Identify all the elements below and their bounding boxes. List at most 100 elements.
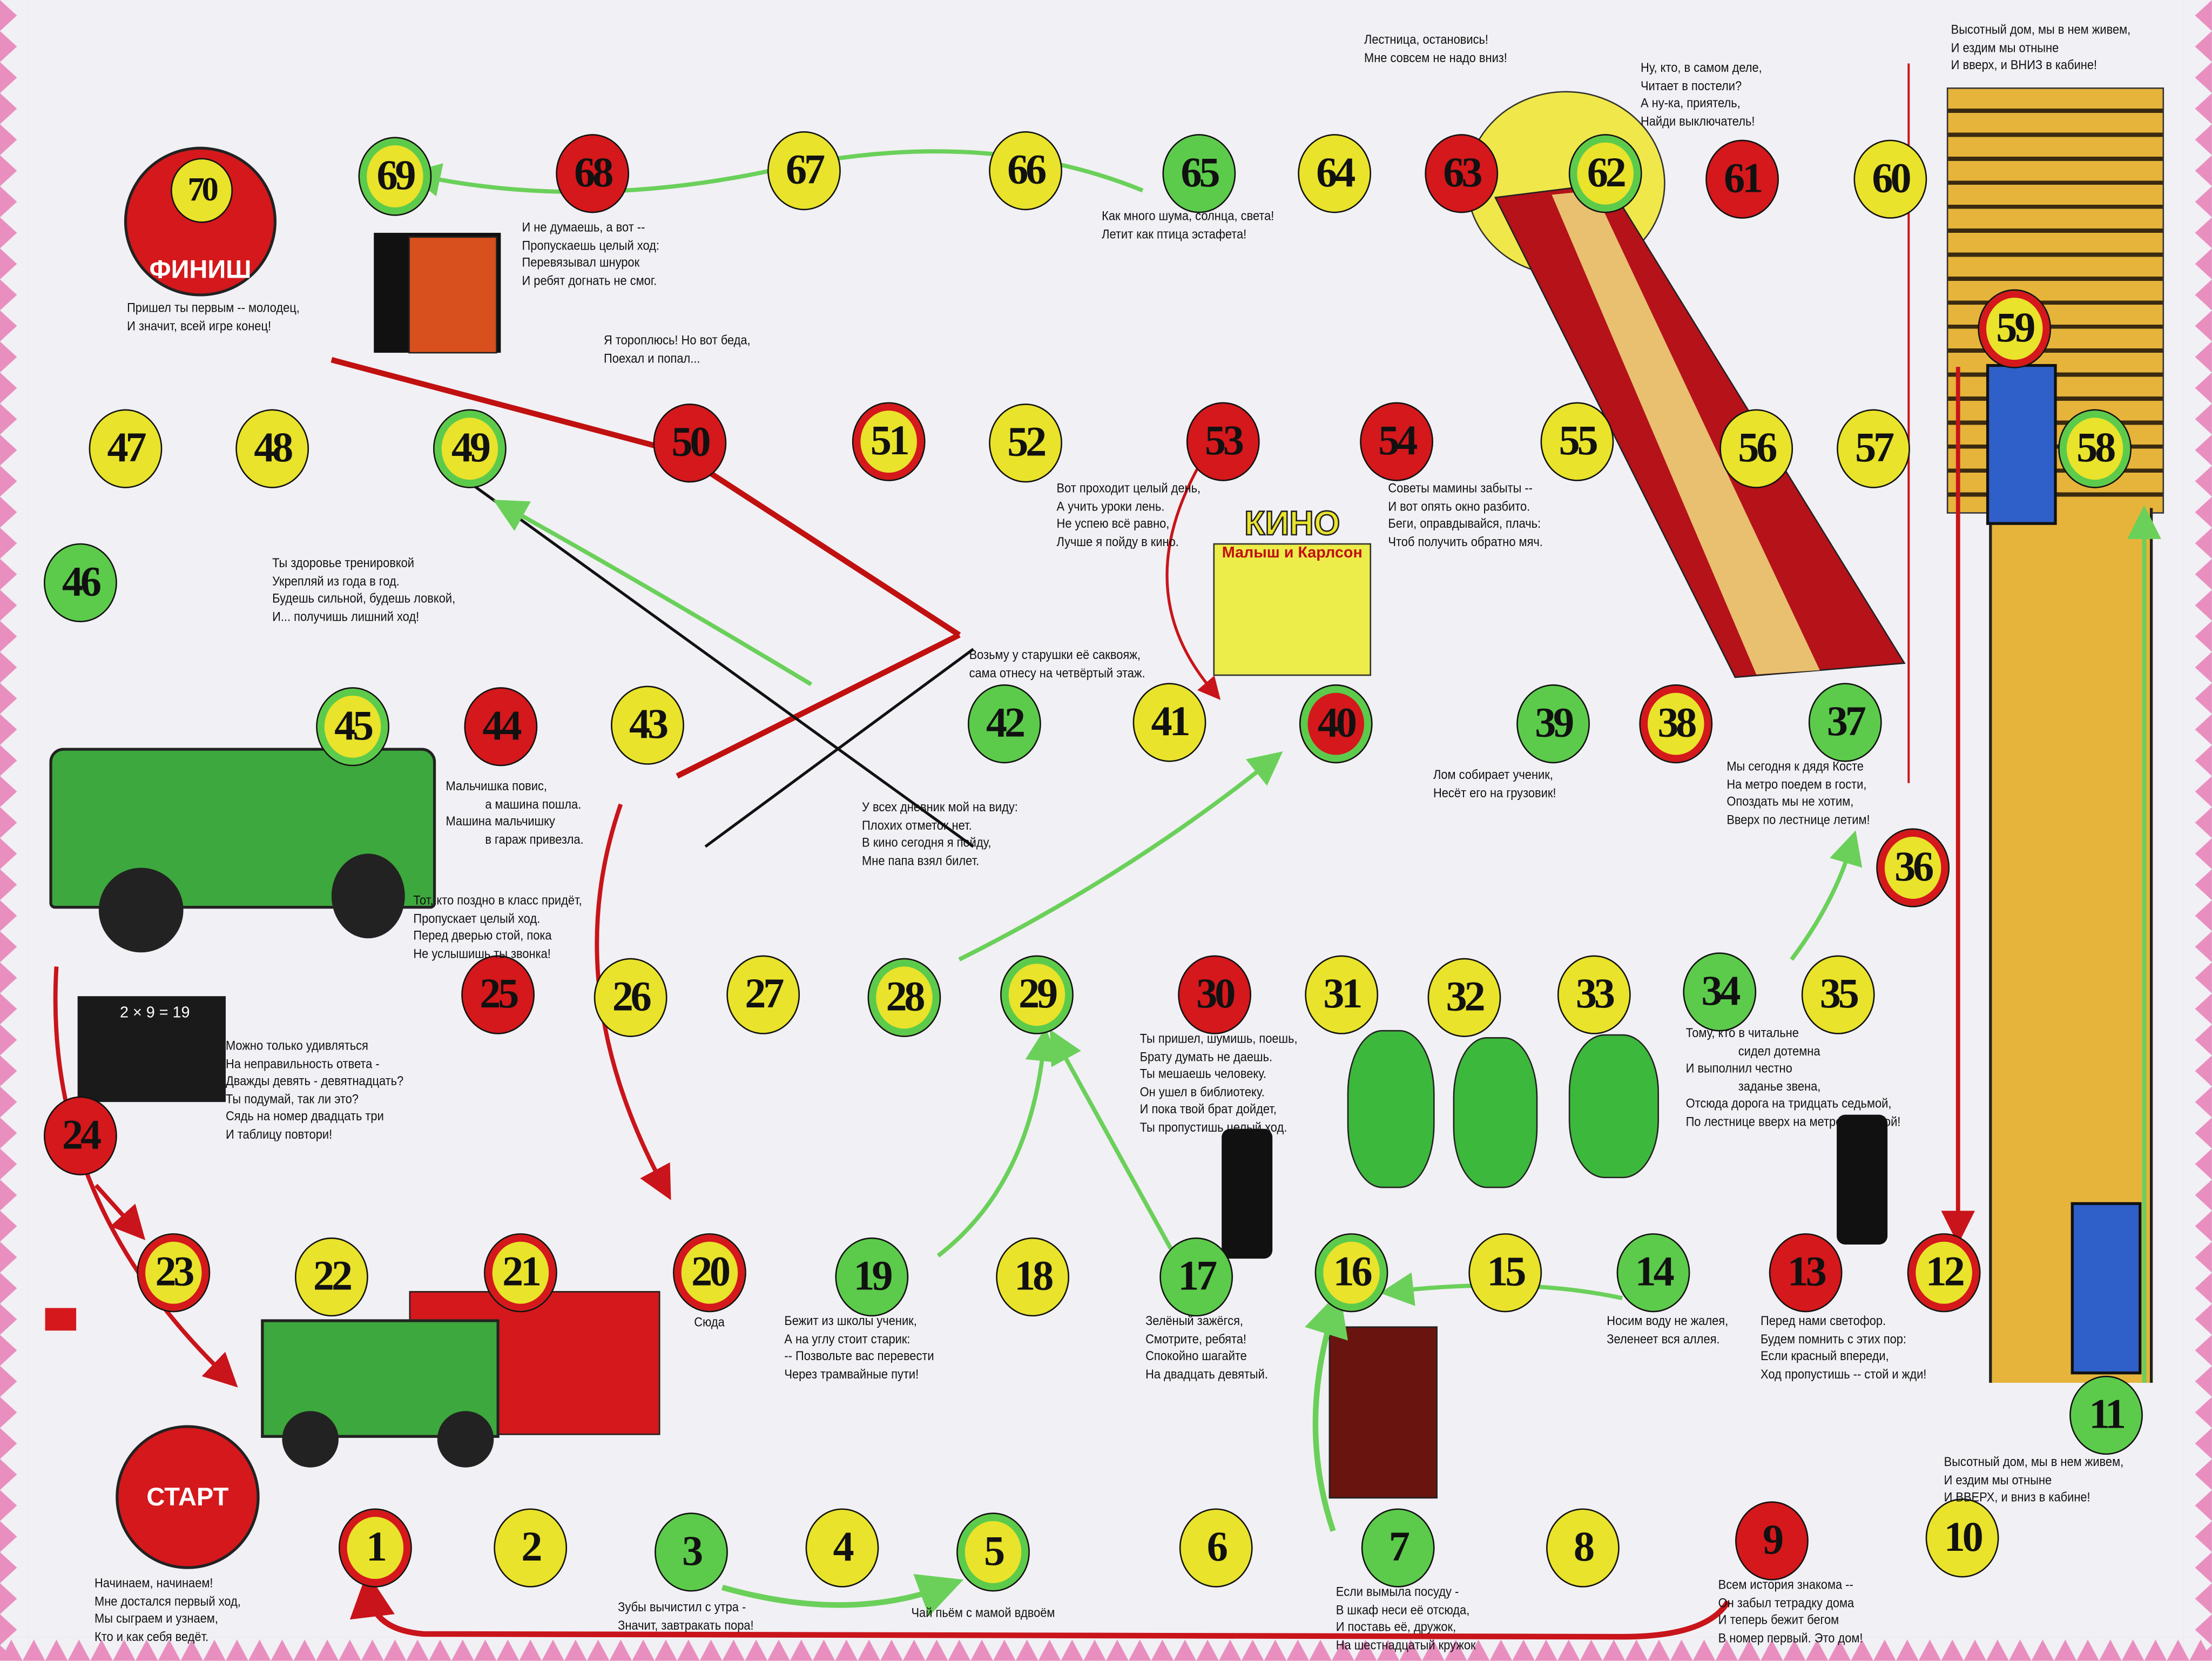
board-square-7: 7 bbox=[1361, 1508, 1435, 1588]
verse-line: И пока твой брат дойдет, bbox=[1139, 1102, 1277, 1117]
truck-wheel bbox=[331, 853, 405, 939]
verse-17: Зелёный зажёгся,Смотрите, ребята!Спокойн… bbox=[1145, 1312, 1268, 1383]
verse-28: У всех дневник мой на виду:Плохих отмето… bbox=[862, 799, 1018, 870]
board-square-39: 39 bbox=[1516, 684, 1590, 764]
board-square-63: 63 bbox=[1425, 134, 1499, 213]
verse-line: Мальчишка повис, bbox=[446, 778, 547, 793]
board-square-6: 6 bbox=[1179, 1508, 1253, 1588]
verse-3: Зубы вычистил с утра -Значит, завтракать… bbox=[618, 1599, 753, 1635]
board-square-10: 10 bbox=[1925, 1498, 1999, 1578]
board-square-8: 8 bbox=[1546, 1508, 1620, 1588]
board-square-20: 20 bbox=[673, 1233, 746, 1313]
verse-line: Через трамвайные пути! bbox=[784, 1367, 919, 1381]
verse-line: Беги, оправдывайся, плачь: bbox=[1388, 516, 1541, 531]
verse-61: Ну, кто, в самом деле,Читает в постели?А… bbox=[1641, 59, 1762, 131]
verse-line: И не думаешь, а вот -- bbox=[522, 220, 645, 234]
arrow-53-to-40 bbox=[1165, 465, 1221, 700]
board-square-53: 53 bbox=[1186, 402, 1260, 481]
verse-line: Высотный дом, мы в нем живем, bbox=[1944, 1455, 2124, 1469]
verse-line: Летит как птица эстафета! bbox=[1102, 226, 1247, 241]
verse-44: Мальчишка повис, а машина пошла.Машина м… bbox=[446, 777, 583, 849]
verse-line: Пропускаешь целый ход: bbox=[522, 238, 659, 252]
red-flag-icon bbox=[45, 1308, 77, 1331]
verse-line: Если вымыла посуду - bbox=[1336, 1584, 1459, 1599]
board-square-70: 70 bbox=[171, 158, 233, 223]
verse-line: Ход пропустишь -- стой и жди! bbox=[1761, 1367, 1927, 1381]
board-square-40: 40 bbox=[1299, 684, 1373, 764]
verse-line: Если красный впереди, bbox=[1761, 1349, 1889, 1363]
blackboard: 2 × 9 = 19 bbox=[77, 996, 226, 1102]
board-square-44: 44 bbox=[464, 687, 538, 766]
right-zigzag-border bbox=[2183, 0, 2212, 1661]
verse-line: Вот проходит целый день, bbox=[1056, 481, 1201, 495]
verse-14: Носим воду не жалея, Зеленеет вся аллея. bbox=[1607, 1312, 1728, 1348]
arrow-45-to-21 bbox=[53, 966, 238, 1388]
verse-line: Перед дверью стой, пока bbox=[413, 929, 552, 943]
board-square-41: 41 bbox=[1132, 683, 1206, 762]
board-square-62: 62 bbox=[1568, 134, 1642, 213]
verse-line: в гараж привезла. bbox=[446, 832, 584, 846]
verse-line: Тому, кто в читальне bbox=[1685, 1026, 1799, 1040]
board-square-33: 33 bbox=[1557, 955, 1631, 1034]
verse-finish: Пришел ты первым -- молодец,И значит, вс… bbox=[127, 299, 300, 335]
arrow-42-to-49 bbox=[493, 500, 813, 687]
verse-39: Лом собирает ученик,Несёт его на грузови… bbox=[1433, 766, 1556, 802]
board-square-36: 36 bbox=[1876, 828, 1950, 907]
verse-line: сидел дотемна bbox=[1685, 1043, 1820, 1058]
verse-line: И ребят догнать не смог. bbox=[522, 273, 657, 288]
board-square-37: 37 bbox=[1808, 683, 1882, 762]
verse-line: Носим воду не жалея, bbox=[1607, 1313, 1729, 1328]
verse-line: Перед нами светофор. bbox=[1761, 1313, 1886, 1328]
tree bbox=[1453, 1037, 1538, 1188]
verse-start: Начинаем, начинаем!Мне достался первый х… bbox=[95, 1575, 241, 1646]
board-square-4: 4 bbox=[805, 1508, 879, 1588]
board-square-23: 23 bbox=[137, 1233, 211, 1313]
verse-line: Читает в постели? bbox=[1640, 78, 1742, 93]
cupboard bbox=[1328, 1326, 1438, 1499]
board-square-65: 65 bbox=[1162, 134, 1236, 213]
board-square-9: 9 bbox=[1735, 1501, 1809, 1581]
arrow-17-to-29 bbox=[1050, 1029, 1173, 1250]
verse-42: Возьму у старушки её саквояж,сама отнесу… bbox=[969, 646, 1145, 682]
verse-line: Тот, кто поздно в класс придёт, bbox=[413, 893, 582, 907]
board-square-68: 68 bbox=[556, 134, 630, 213]
verse-line: Не услышишь ты звонка! bbox=[413, 946, 551, 961]
staircase bbox=[331, 233, 974, 848]
kino-subtitle: Малыш и Карлсон bbox=[1222, 544, 1363, 562]
verse-line: Можно только удивляться bbox=[225, 1038, 368, 1053]
verse-line: Чтоб получить обратно мяч. bbox=[1388, 534, 1543, 549]
board-square-30: 30 bbox=[1178, 955, 1252, 1034]
board-square-26: 26 bbox=[594, 958, 667, 1037]
board-square-61: 61 bbox=[1705, 139, 1779, 219]
traffic-light-icon bbox=[1837, 1114, 1888, 1245]
verse-line: Зеленеет вся аллея. bbox=[1607, 1331, 1720, 1346]
verse-line: И выполнил честно bbox=[1685, 1061, 1792, 1075]
verse-line: Ты здоровье тренировкой bbox=[272, 556, 415, 570]
truck-wheel bbox=[282, 1411, 339, 1468]
board-square-47: 47 bbox=[89, 409, 163, 488]
verse-line: Мне совсем не надо вниз! bbox=[1364, 50, 1507, 65]
verse-line: Он ушел в библиотеку. bbox=[1139, 1085, 1265, 1099]
board-square-27: 27 bbox=[726, 955, 800, 1034]
verse-line: Ну, кто, в самом деле, bbox=[1640, 60, 1762, 75]
board-square-66: 66 bbox=[989, 131, 1062, 211]
arrow-28-to-40 bbox=[958, 751, 1283, 961]
verse-line: Лучше я пойду в кино. bbox=[1056, 534, 1179, 549]
board-square-11: 11 bbox=[2069, 1375, 2143, 1455]
board-square-48: 48 bbox=[235, 409, 309, 488]
verse-65: Как много шума, солнца, света!Летит как … bbox=[1102, 207, 1274, 243]
verse-line: Лом собирает ученик, bbox=[1433, 768, 1553, 782]
verse-line: Укрепляй из года в год. bbox=[272, 574, 400, 588]
verse-line: Ты пришел, шумишь, поешь, bbox=[1139, 1031, 1298, 1046]
verse-line: Спокойно шагайте bbox=[1145, 1349, 1247, 1363]
verse-50: Я тороплюсь! Но вот беда,Поехал и попал.… bbox=[604, 332, 751, 367]
verse-line: Чай пьём с мамой вдвоём bbox=[911, 1605, 1055, 1620]
verse-line: Перевязывал шнурок bbox=[522, 255, 640, 270]
verse-line: Зубы вычистил с утра - bbox=[618, 1600, 746, 1615]
verse-line: На шестнадцатый кружок bbox=[1336, 1638, 1476, 1652]
verse-line: Вверх по лестнице летим! bbox=[1727, 812, 1870, 827]
verse-line: Отсюда дорога на тридцать седьмой, bbox=[1685, 1097, 1892, 1111]
